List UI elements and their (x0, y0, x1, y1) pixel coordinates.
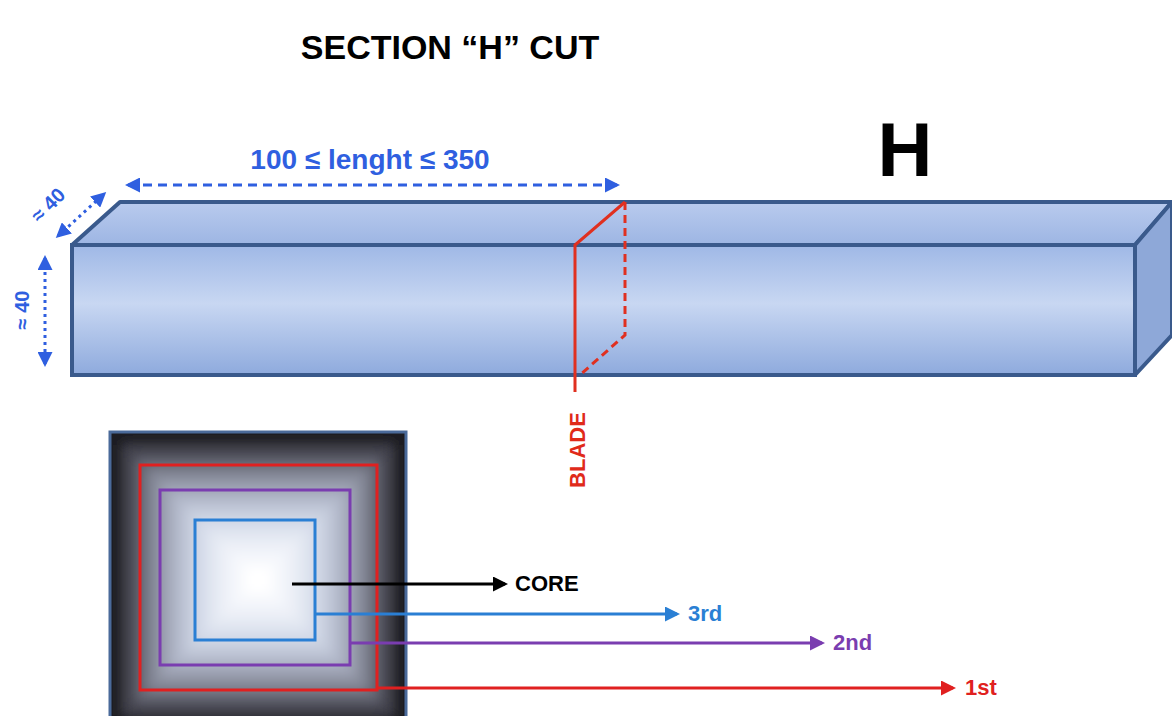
callout-label: CORE (515, 572, 579, 596)
leader-arrow (377, 687, 953, 690)
section-outline (110, 432, 406, 716)
blade-hidden-line (580, 202, 625, 375)
blade-label: BLADE (566, 412, 590, 488)
bar-top-face (72, 202, 1172, 245)
leader-arrow (315, 613, 677, 616)
section-letter: H (878, 108, 933, 192)
leader-arrow (292, 583, 505, 586)
callout-label: 3rd (688, 602, 722, 626)
title: SECTION “H” CUT (301, 29, 599, 66)
layer-1-outline (140, 465, 377, 690)
callout-label: 1st (965, 676, 997, 700)
blade-line (575, 202, 625, 392)
bar-side-face (1135, 202, 1172, 375)
layer-3-outline (195, 520, 315, 640)
dimension-label: ≈ 40 (11, 291, 33, 330)
cross-section (110, 432, 406, 716)
length-dimension (128, 184, 617, 187)
dimension-label: 100 ≤ lenght ≤ 350 (250, 145, 489, 176)
leader-arrow (350, 642, 822, 645)
callout-label: 2nd (833, 631, 872, 655)
dimension-label: ≈ 40 (27, 184, 70, 227)
layer-2-outline (160, 490, 350, 665)
height-dimension (44, 258, 47, 364)
